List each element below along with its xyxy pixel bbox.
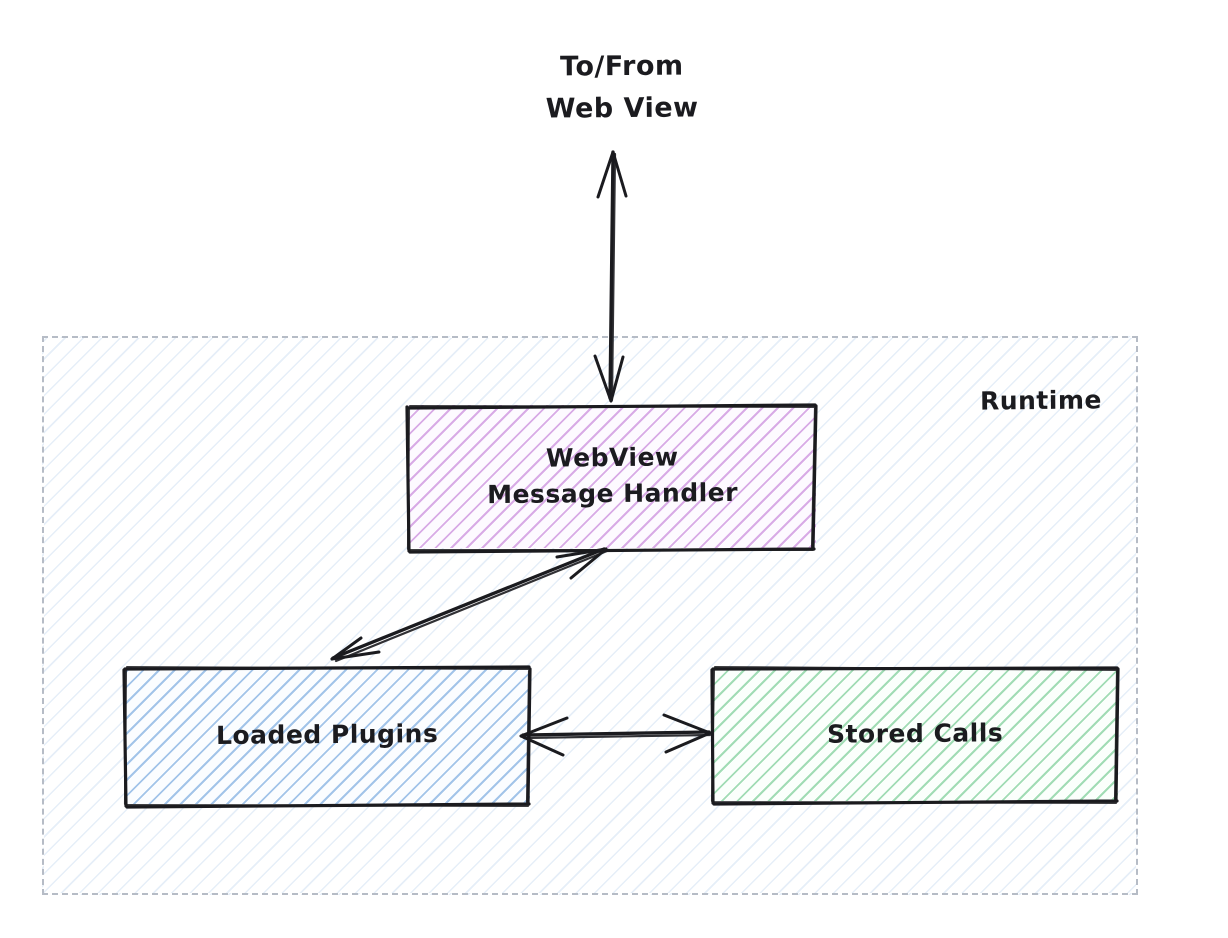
node-label: WebView Message Handler [486, 442, 738, 510]
runtime-label: Runtime [979, 385, 1103, 416]
node-loaded-plugins[interactable]: Loaded Plugins [122, 665, 532, 809]
node-webview-message-handler[interactable]: WebView Message Handler [405, 403, 818, 554]
node-stored-calls[interactable]: Stored Calls [710, 665, 1120, 806]
external-endpoint-label: To/From Web View [545, 50, 699, 125]
node-label: Stored Calls [826, 718, 1004, 749]
node-label: Loaded Plugins [215, 719, 439, 751]
